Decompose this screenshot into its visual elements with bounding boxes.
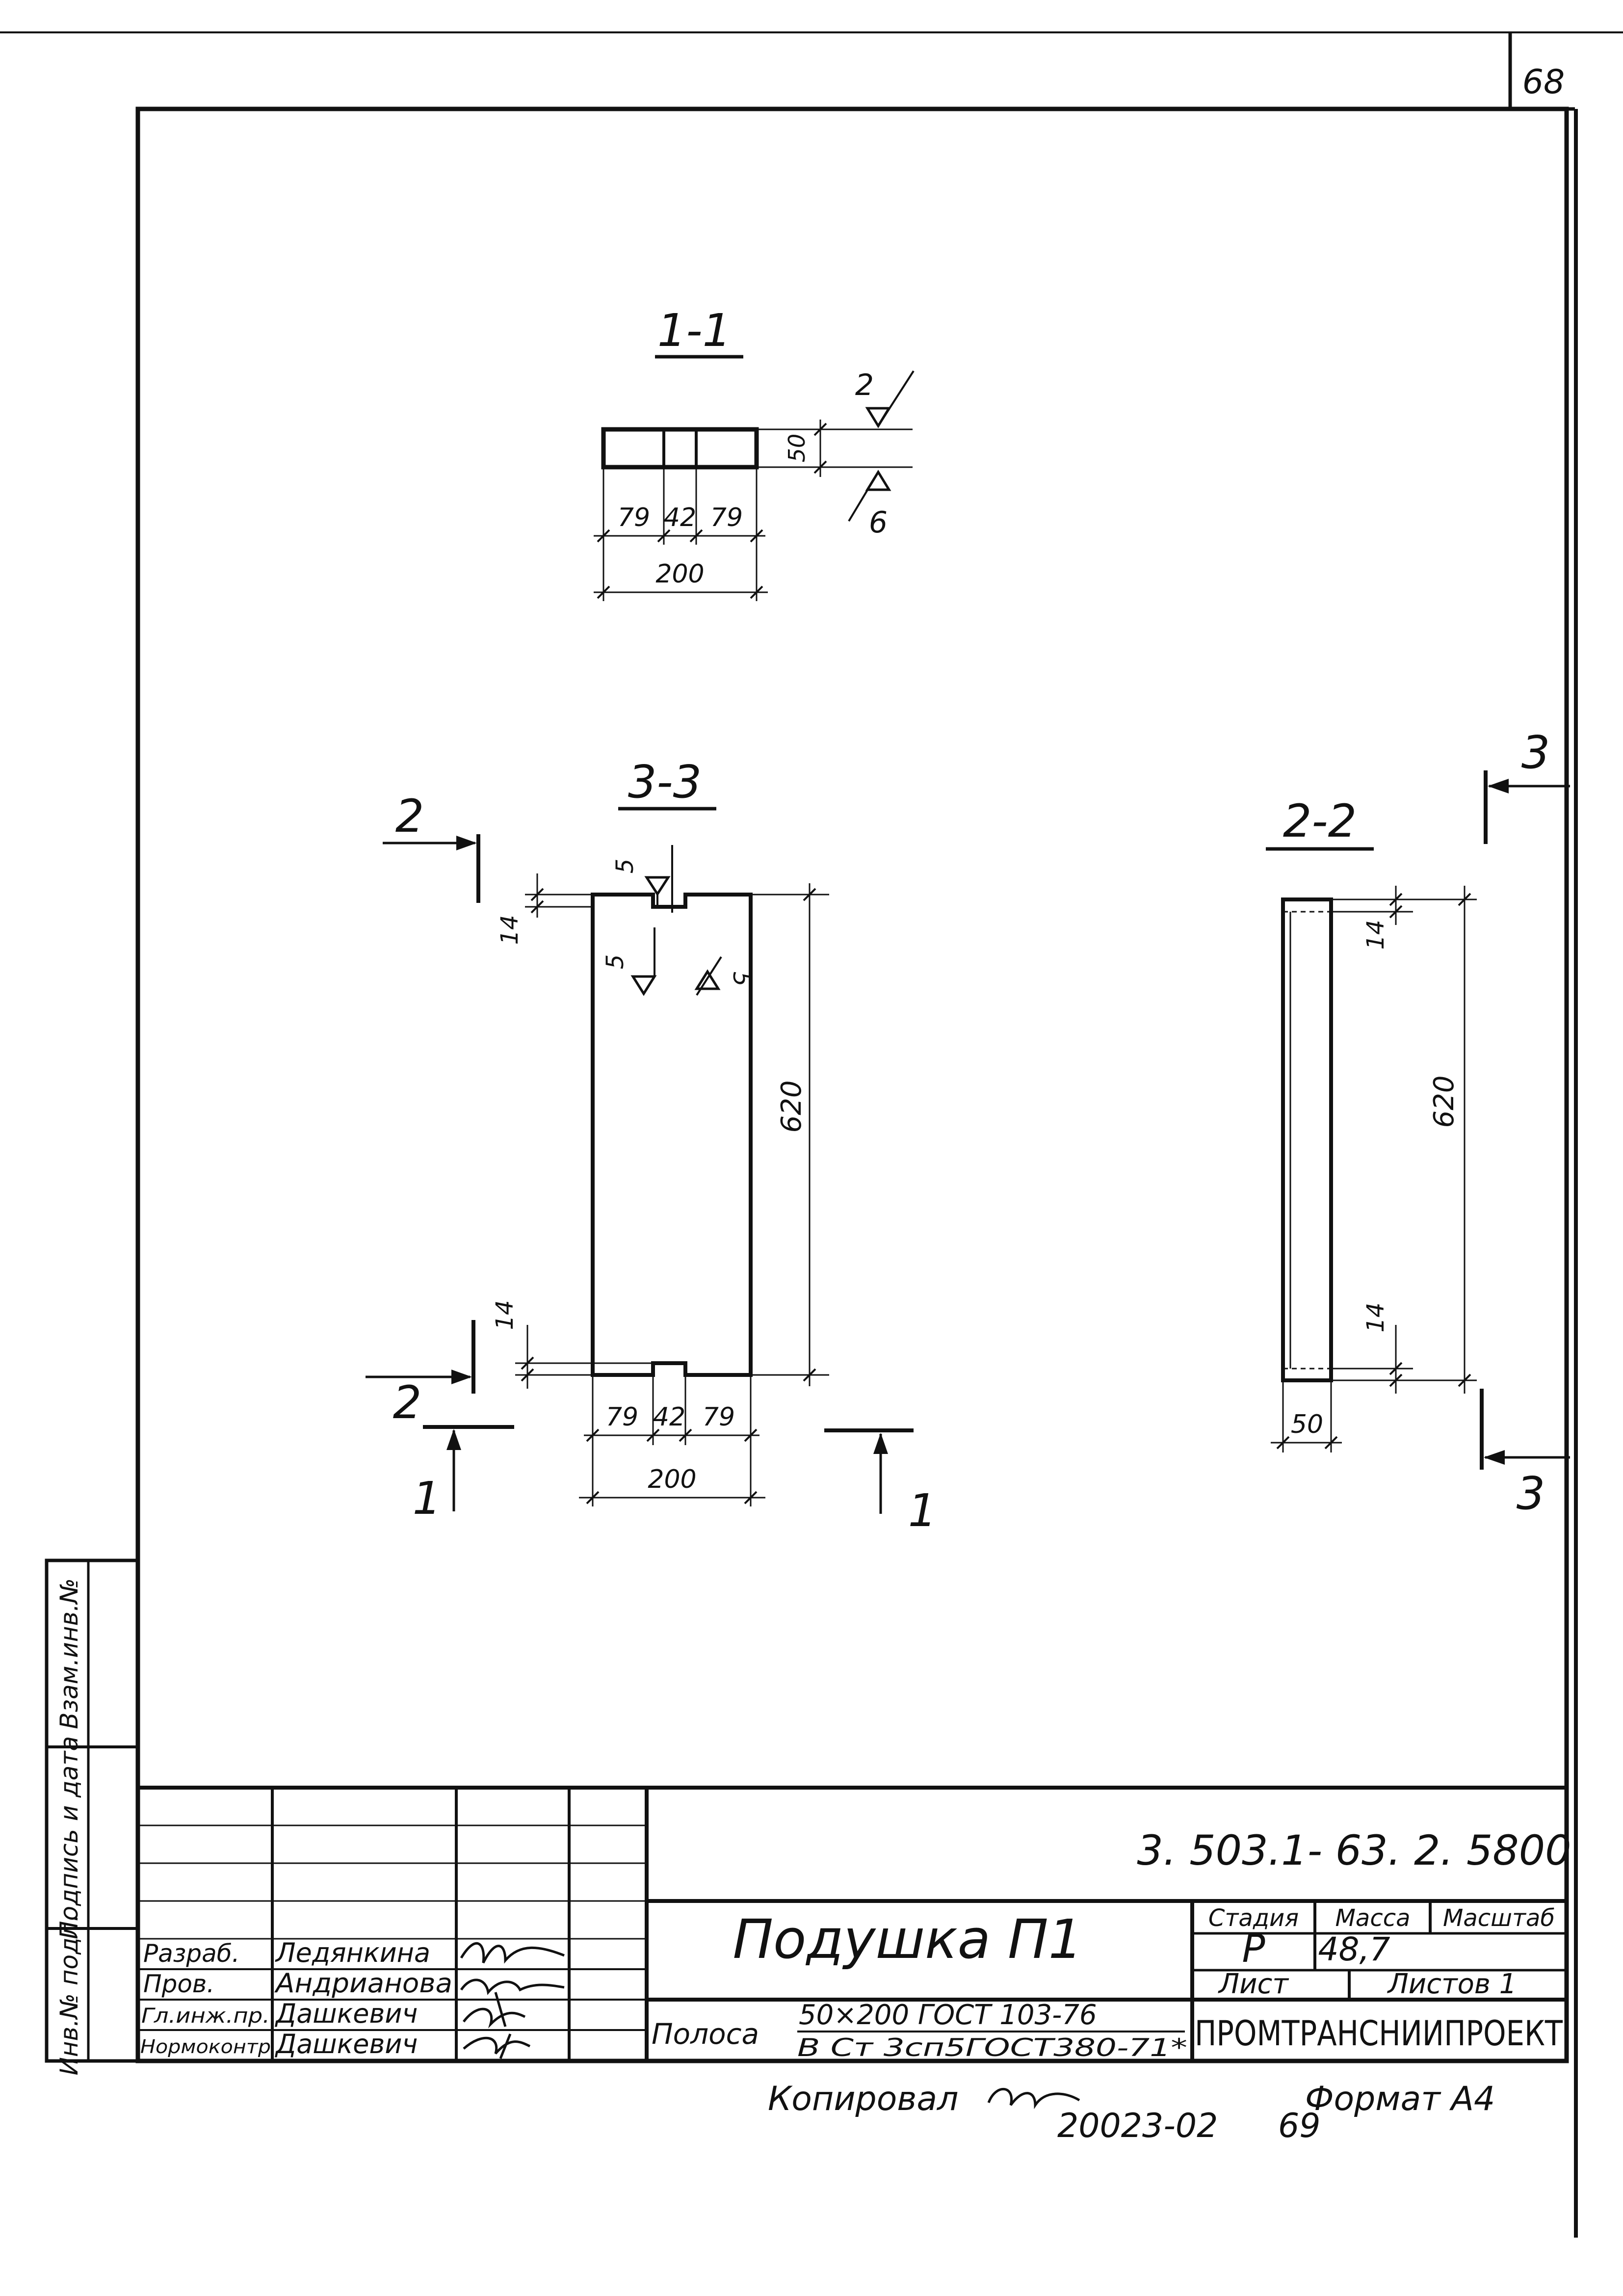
- side-stamp-vzam-inv: Взам.инв.№: [55, 1578, 83, 1729]
- copy-number: 69: [1278, 2107, 1321, 2145]
- section-3-3-weld-left: 5: [602, 954, 629, 970]
- section-3-3-dim-b: 42: [653, 1402, 685, 1432]
- cut-3-bottom-label: 3: [1517, 1467, 1545, 1520]
- copy-note: Копировал: [768, 2080, 959, 2118]
- material-line2: В Ст 3сп5ГОСТ380-71*: [797, 2033, 1187, 2062]
- title-block: 3. 503.1- 63. 2. 5800 Подушка П1 Стадия …: [138, 1786, 1571, 2062]
- name-row-2: Андрианова: [274, 1968, 452, 1999]
- section-1-1-dim-b: 42: [664, 503, 696, 532]
- copy-code: 20023-02: [1057, 2107, 1218, 2145]
- section-1-1-height: 50: [784, 434, 810, 463]
- name-row-1: Ледянкина: [275, 1937, 430, 1968]
- section-3-3-weld-left-mark: [630, 975, 657, 996]
- section-2-2-notch-top: 14: [1362, 920, 1389, 950]
- name-row-3: Дашкевич: [275, 1998, 418, 2029]
- section-2-2-length: 620: [1428, 1076, 1460, 1128]
- section-1-1-weld-top: 2: [855, 368, 874, 402]
- weld-mark-top: [865, 407, 891, 428]
- section-3-3-weld-top-mark: [644, 876, 671, 897]
- cut-1-left-label: 1: [413, 1472, 442, 1525]
- section-3-3-length: 620: [776, 1081, 808, 1133]
- sheets-label: Листов 1: [1387, 1968, 1517, 2000]
- cut-mark-1-right: 1: [824, 1428, 937, 1537]
- signature-4: [463, 2033, 531, 2059]
- side-stamp-inv-podl: Инв.№ подл.: [55, 1914, 83, 2075]
- cut-2-top-label: 2: [395, 790, 424, 843]
- sheet-label: Лист: [1218, 1968, 1289, 2000]
- cut-3-top-label: 3: [1521, 726, 1550, 779]
- section-1-1-label: 1-1: [657, 304, 731, 357]
- cut-mark-2-top: 2: [383, 790, 480, 903]
- material-label: Полоса: [652, 2017, 759, 2051]
- role-row-3: Гл.инж.пр.: [141, 2004, 270, 2028]
- section-3-3-label: 3-3: [628, 756, 702, 808]
- drawing-title: Подушка П1: [733, 1908, 1082, 1971]
- signature-2: [460, 1979, 565, 1995]
- section-3-3-dim-a: 79: [606, 1402, 638, 1432]
- mass-label: Масса: [1335, 1904, 1410, 1932]
- cut-1-right-label: 1: [908, 1484, 937, 1537]
- side-stamp: Инв.№ подл. Подпись и дата Взам.инв.№: [45, 1558, 140, 2076]
- cut-2-bottom-label: 2: [393, 1376, 422, 1429]
- cut-mark-3-bottom: 3: [1480, 1389, 1570, 1520]
- role-row-2: Пров.: [143, 1970, 214, 1998]
- section-3-3-notch-bottom: 14: [491, 1300, 519, 1330]
- copy-signature: [987, 2088, 1080, 2110]
- section-3-3-dim-c: 79: [703, 1402, 735, 1432]
- material-line1: 50×200 ГОСТ 103-76: [799, 1999, 1097, 2031]
- section-1-1-dim-a: 79: [618, 503, 650, 532]
- section-1-1-width: 200: [655, 559, 704, 589]
- scale-label: Масштаб: [1443, 1904, 1555, 1932]
- organization: ПРОМТРАНСНИИПРОЕКТ: [1195, 2013, 1563, 2054]
- cut-mark-3-top: 3: [1484, 726, 1570, 844]
- section-1-1: 1-1 79 42 79 200 50 2 6: [594, 304, 915, 601]
- cut-mark-1-left: 1: [413, 1425, 514, 1525]
- role-row-1: Разраб.: [143, 1939, 239, 1968]
- section-3-3-notch-top: 14: [496, 915, 524, 945]
- section-2-2-strip: [1281, 897, 1333, 1382]
- section-2-2-width: 50: [1291, 1410, 1323, 1439]
- weld-mark-bottom: [865, 470, 891, 491]
- signature-1: [460, 1942, 565, 1964]
- format-label: Формат А4: [1305, 2080, 1495, 2118]
- section-1-1-dim-c: 79: [710, 503, 743, 532]
- signature-3: [463, 1992, 526, 2029]
- section-2-2-label: 2-2: [1283, 795, 1357, 847]
- copy-footer: Копировал 20023-02 69 Формат А4: [768, 2080, 1495, 2145]
- mass-value: 48,7: [1318, 1930, 1390, 1968]
- section-2-2: 2-2 14 14 620 50: [1266, 726, 1570, 1520]
- section-3-3-width: 200: [648, 1465, 696, 1494]
- page-number: 68: [1522, 63, 1565, 102]
- section-3-3-weld-top: 5: [611, 859, 639, 874]
- cut-mark-2-bottom: 2: [366, 1320, 475, 1429]
- section-3-3-weld-right: 5: [728, 972, 755, 987]
- name-row-4: Дашкевич: [275, 2029, 418, 2059]
- doc-code: 3. 503.1- 63. 2. 5800: [1137, 1826, 1571, 1874]
- stage-label: Стадия: [1208, 1904, 1299, 1932]
- section-3-3-weld-right-mark: [694, 969, 721, 990]
- role-row-4: Нормоконтр: [140, 2036, 271, 2058]
- frame-border: [135, 106, 1569, 2063]
- section-3-3: 3-3 5 5 5 14 14 620: [366, 756, 937, 1537]
- page-number-cell: 68: [1508, 33, 1575, 111]
- section-1-1-profile: [601, 427, 759, 470]
- stage-value: Р: [1242, 1927, 1265, 1971]
- side-stamp-sign-date: Подпись и дата: [55, 1736, 83, 1939]
- section-2-2-notch-bottom: 14: [1362, 1302, 1389, 1332]
- section-1-1-weld-bottom: 6: [869, 505, 888, 540]
